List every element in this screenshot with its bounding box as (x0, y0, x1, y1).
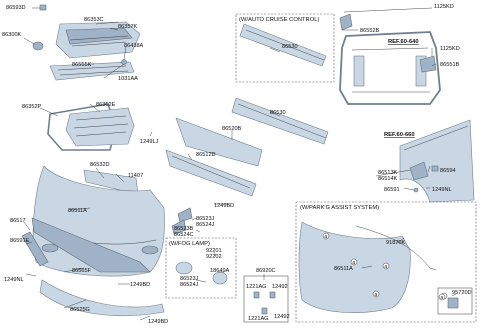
front-fender (399, 119, 475, 203)
label-86512D: 86512D (196, 152, 216, 158)
clip-86438A (121, 59, 127, 65)
callout-a-5: a (438, 293, 446, 301)
label-18649A: 18649A (210, 268, 230, 274)
bumper-beam-86530 (231, 97, 329, 145)
label-86920C: 86920C (256, 268, 276, 274)
front-end-carrier (339, 31, 441, 105)
label-1249BD-a: 1249BD (130, 282, 150, 288)
label-1249BD-c: 1249BD (214, 203, 234, 209)
svg-text:a: a (440, 295, 443, 301)
part-labels: 86593D 86353C 86357K 86438A 86300K 1031A… (2, 4, 472, 325)
leader-lines (23, 7, 457, 321)
side-bracket-86513K (409, 161, 429, 181)
label-86593D: 86593D (6, 5, 26, 11)
label-86591: 86591 (384, 187, 400, 193)
skid-plate-86525G (39, 279, 165, 317)
ref-60-640[interactable]: REF.60-640 (388, 39, 419, 45)
label-12492-a: 12492 (272, 284, 288, 290)
label-86525G: 86525G (70, 307, 90, 313)
bracket-86551B (419, 55, 437, 73)
label-1249BD-b: 1249BD (148, 319, 168, 325)
label-86565F: 86565F (72, 268, 92, 274)
emblem (32, 41, 44, 51)
label-11407: 11407 (128, 173, 143, 179)
label-86514K: 86514K (378, 176, 398, 182)
label-91870K: 91870K (386, 240, 406, 246)
cruise-control-box (235, 13, 335, 83)
callout-a-3: a (382, 262, 390, 270)
radiator-grille-assembly (32, 21, 141, 81)
label-86517: 86517 (10, 218, 26, 224)
label-86513K: 86513K (378, 170, 398, 176)
label-86530-b: 86530 (270, 110, 286, 116)
label-86594: 86594 (440, 168, 456, 174)
box-headers: (W/AUTO CRUISE CONTROL) (W/PARK'G ASSIST… (169, 17, 419, 247)
bracket-86552B (339, 13, 353, 31)
ref-60-660[interactable]: REF.60-660 (384, 132, 415, 138)
label-86591E: 86591E (10, 238, 30, 244)
fog-bracket-86523B (171, 219, 187, 235)
label-86300K: 86300K (2, 32, 22, 38)
label-1125KD-b: 1125KD (440, 46, 460, 52)
svg-text:a: a (374, 292, 377, 298)
callout-a-4: a (372, 290, 380, 298)
label-86524J-a: 86524J (196, 222, 215, 228)
header-cruise: (W/AUTO CRUISE CONTROL) (239, 17, 319, 23)
lower-absorber-86512D (165, 149, 257, 197)
label-86532D: 86532D (90, 162, 110, 168)
bumper-beam-upper-86530 (239, 23, 327, 67)
label-86438A: 86438A (124, 43, 144, 49)
clip-86593D (39, 4, 47, 11)
label-92202: 92202 (206, 254, 222, 260)
header-fog: (W/FOG LAMP) (169, 241, 210, 247)
label-92201: 92201 (206, 248, 222, 254)
label-95720D: 95720D (452, 290, 472, 296)
label-86555K: 86555K (72, 62, 92, 68)
svg-text:a: a (324, 234, 327, 240)
clip-86591 (413, 187, 419, 193)
bumper-lip-86565F (31, 217, 151, 273)
park-assist-box (295, 201, 477, 323)
fog-lamp-box (165, 237, 237, 299)
clip-86594 (431, 165, 439, 172)
side-strip-86591E (21, 231, 49, 267)
label-1249NL-a: 1249NL (4, 277, 24, 283)
callout-a-2: a (350, 258, 358, 266)
label-86523B: 86523B (174, 226, 194, 232)
svg-text:a: a (384, 264, 387, 270)
label-86511A-b: 86511A (334, 266, 353, 272)
label-86353C: 86353C (84, 17, 104, 23)
label-1249LJ: 1249LJ (140, 139, 159, 145)
label-1125KD-a: 1125KD (434, 4, 454, 10)
label-86523J-a: 86523J (196, 216, 215, 222)
label-86552B: 86552B (360, 28, 380, 34)
callout-a-1: a (322, 232, 330, 240)
label-12492-b: 12492 (274, 314, 290, 320)
label-86551B: 86551B (440, 62, 460, 68)
label-86511A: 86511A (68, 208, 87, 214)
label-86524C: 86524C (174, 232, 194, 238)
label-86357K: 86357K (118, 24, 138, 30)
label-86352P: 86352P (22, 104, 42, 110)
svg-text:a: a (352, 260, 355, 266)
label-86362E: 86362E (96, 102, 116, 108)
lower-grille-frame (47, 103, 135, 151)
label-1249NL-b: 1249NL (432, 187, 452, 193)
label-86524J-b: 86524J (180, 282, 199, 288)
label-1221AG-a: 1221AG (246, 284, 267, 290)
label-86530-a: 86530 (282, 44, 298, 50)
label-86520B: 86520B (222, 126, 242, 132)
label-1031AA: 1031AA (118, 76, 138, 82)
energy-absorber-86520B (175, 117, 263, 167)
clip-set-86920C (243, 275, 289, 323)
label-1221AG-b: 1221AG (248, 316, 269, 322)
fog-bracket-86523J (177, 207, 193, 223)
label-86523J-b: 86523J (180, 276, 199, 282)
header-park: (W/PARK'G ASSIST SYSTEM) (300, 205, 379, 211)
